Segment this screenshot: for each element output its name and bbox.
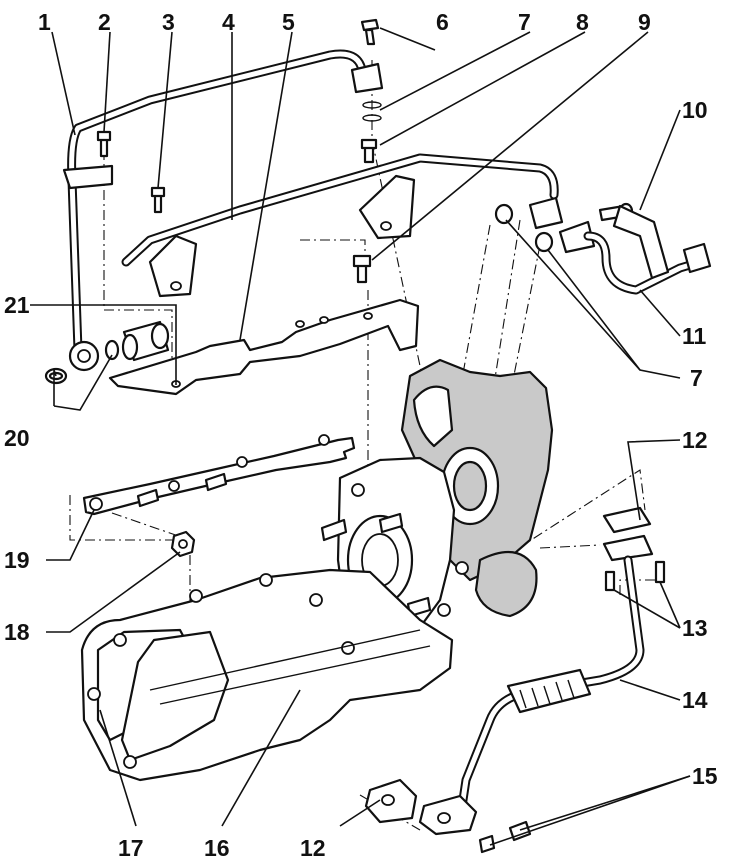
oil-drain-line [364,506,666,854]
callout-14: 14 [682,687,708,713]
callout-9: 9 [638,9,651,35]
callout-7b: 7 [690,365,703,391]
oil-feed-pipe [62,49,384,372]
callout-12b: 12 [300,835,326,861]
callout-3: 3 [162,9,175,35]
nut [170,530,196,558]
callout-17: 17 [118,835,144,861]
banjo-bolt-and-seals [44,320,170,385]
callout-11: 11 [682,323,707,349]
callout-18: 18 [4,619,30,645]
heat-shield [108,298,420,396]
callout-20: 20 [4,425,30,451]
callout-2: 2 [98,9,111,35]
callout-16: 16 [204,835,230,861]
callout-6: 6 [436,9,449,35]
manifold-gasket [82,434,356,516]
callout-15: 15 [692,763,718,789]
pipe-fittings-right [494,196,712,295]
callout-8: 8 [576,9,589,35]
callout-4: 4 [222,9,235,35]
callout-labels: 1 2 3 4 5 6 7 8 9 10 11 7 12 13 14 15 12… [4,9,718,861]
leader-lines [30,27,691,846]
callout-12a: 12 [682,427,708,453]
bolts-top [96,18,382,284]
exhaust-manifold [80,568,454,782]
callout-19: 19 [4,547,30,573]
callout-10: 10 [682,97,708,123]
callout-5: 5 [282,9,295,35]
callout-7: 7 [518,9,531,35]
oil-return-pipe [121,153,559,298]
callout-1: 1 [38,9,51,35]
callout-13: 13 [682,615,708,641]
callout-21: 21 [4,292,30,318]
